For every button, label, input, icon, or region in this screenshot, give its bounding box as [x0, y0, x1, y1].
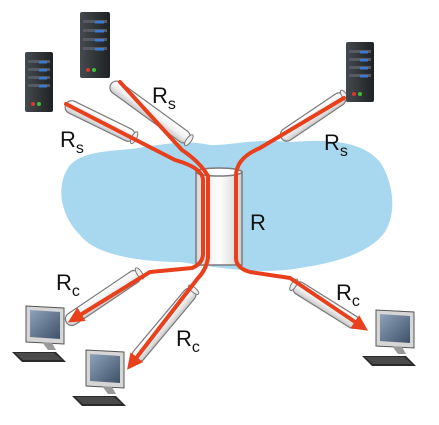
- server-icon: [346, 42, 374, 102]
- computer-icon: [72, 349, 126, 406]
- server-icon: [25, 52, 53, 112]
- traffic-flows: [64, 80, 368, 370]
- label-rc-left: Rc: [56, 270, 80, 300]
- label-rs-right: Rs: [324, 130, 348, 160]
- flow-left-server-to-left-client: [64, 102, 205, 323]
- label-rc-right: Rc: [336, 280, 360, 310]
- flow-top-server-to-mid-client: [118, 80, 210, 370]
- flow-right-server-to-right-client: [234, 96, 368, 331]
- computer-icon: [12, 305, 66, 362]
- server-icon: [80, 12, 110, 78]
- label-r-core: R: [250, 210, 266, 235]
- computer-icon: [362, 309, 416, 366]
- label-rc-mid: Rc: [176, 326, 200, 356]
- label-rs-left: Rs: [60, 127, 84, 157]
- label-rs-top: Rs: [152, 83, 176, 113]
